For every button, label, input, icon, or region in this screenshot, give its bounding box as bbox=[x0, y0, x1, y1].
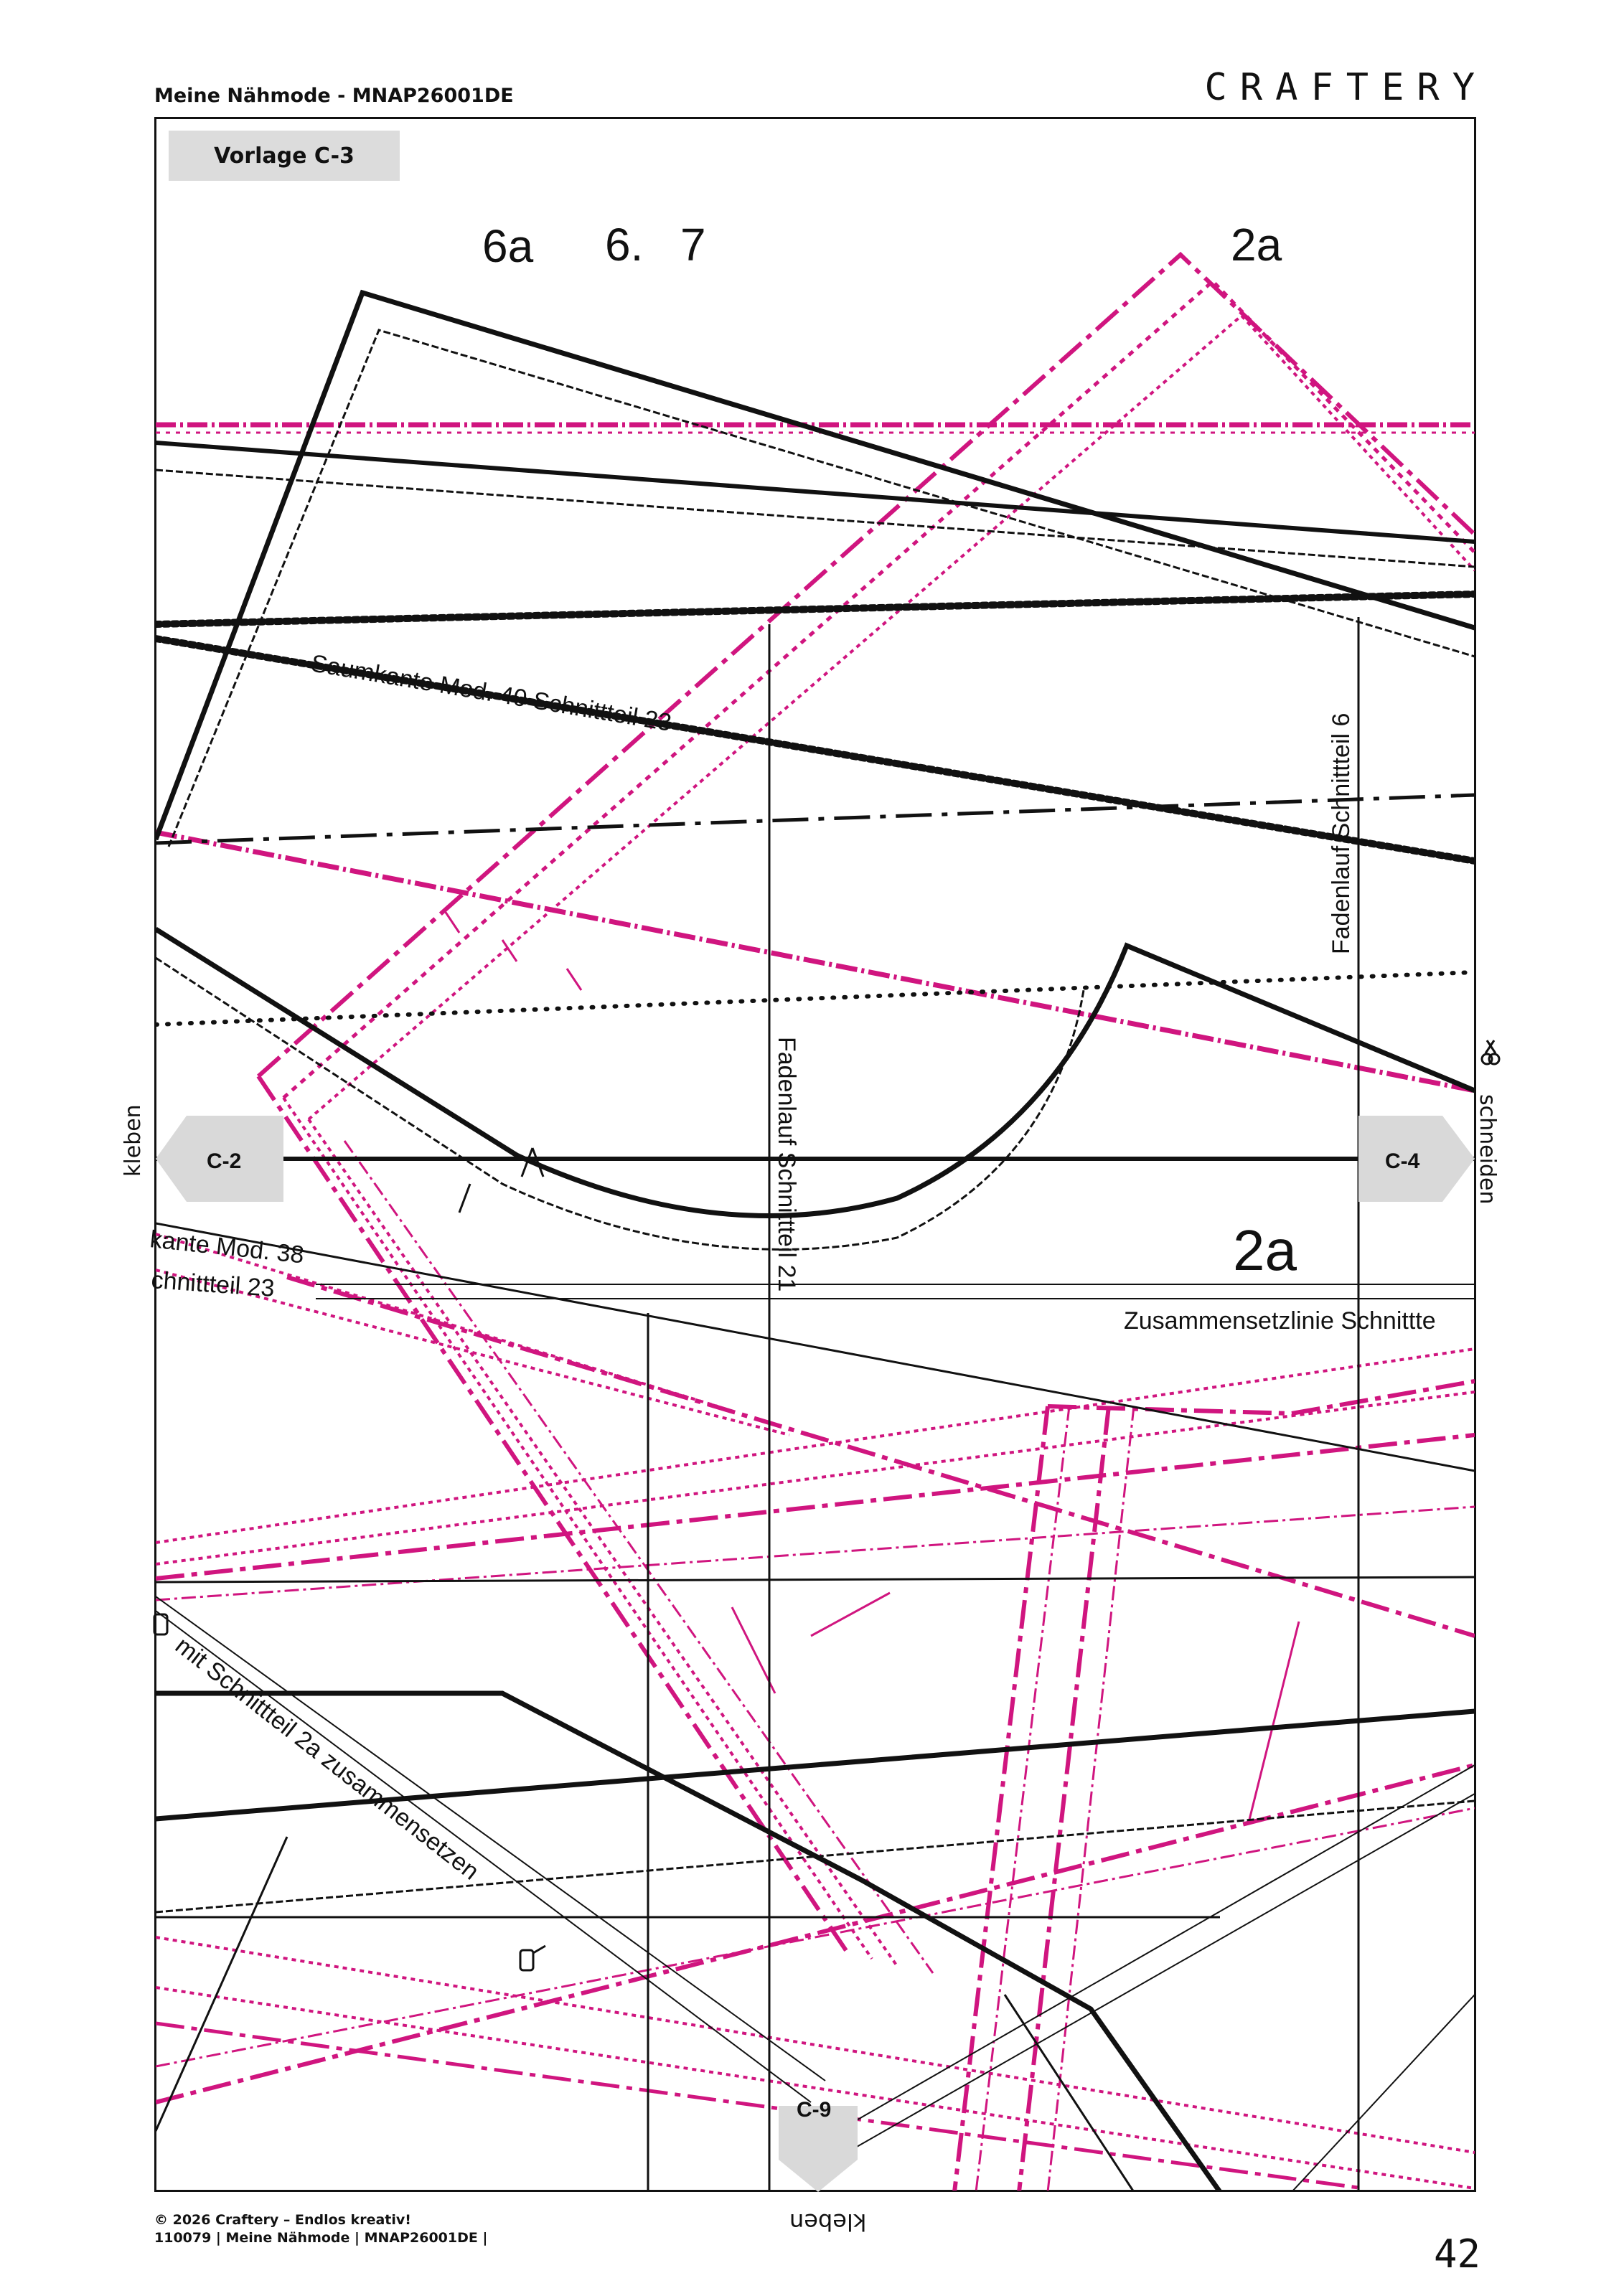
side-label-bottom: kleben bbox=[789, 2208, 867, 2236]
footer: © 2026 Craftery – Endlos kreativ! 110079… bbox=[154, 2211, 487, 2247]
piece-number-6: 6. bbox=[605, 219, 643, 270]
document-header-title: Meine Nähmode - MNAP26001DE bbox=[154, 85, 514, 107]
label-saumkante-40: Saumkante Mod. 40 Schnittteil 23 bbox=[309, 649, 674, 736]
scissors-icon bbox=[1480, 1040, 1501, 1065]
template-label: Vorlage C-3 bbox=[169, 131, 400, 181]
connector-arrow-right bbox=[1358, 1116, 1475, 1202]
page-number: 42 bbox=[1433, 2231, 1480, 2277]
label-zusammensetzlinie: Zusammensetzlinie Schnittte bbox=[1124, 1307, 1436, 1335]
label-fadenlauf-21: Fadenlauf Schnittteil 21 bbox=[773, 1037, 800, 1292]
pointing-hand-icon bbox=[519, 1944, 546, 1972]
connector-label-right: C-4 bbox=[1385, 1149, 1420, 1173]
magenta-pattern-lines bbox=[156, 251, 1475, 2191]
label-fadenlauf-6: Fadenlauf Schnittteil 6 bbox=[1328, 713, 1355, 954]
connector-arrow-left bbox=[156, 1116, 283, 1202]
footer-product-info: 110079 | Meine Nähmode | MNAP26001DE | bbox=[154, 2230, 488, 2246]
connector-label-bottom: C-9 bbox=[797, 2098, 831, 2122]
black-pattern-lines bbox=[156, 289, 1475, 2191]
piece-number-7: 7 bbox=[680, 219, 706, 270]
connector-arrow-bottom bbox=[779, 2106, 858, 2192]
footer-copyright: © 2026 Craftery – Endlos kreativ! bbox=[154, 2212, 411, 2228]
label-mit-schnittteil-2a: mit Schnittteil 2a zusammensetzen bbox=[170, 1632, 484, 1885]
brand-logo: CRAFTERY bbox=[1204, 66, 1488, 109]
label-saumkante-38-line1: kante Mod. 38 bbox=[149, 1225, 305, 1269]
connector-label-left: C-2 bbox=[207, 1149, 241, 1173]
side-label-left: kleben bbox=[121, 1104, 146, 1177]
label-saumkante-38-line2: chnittteil 23 bbox=[150, 1266, 275, 1302]
pattern-sheet bbox=[154, 117, 1476, 2192]
piece-number-2a-mid: 2a bbox=[1233, 1218, 1297, 1282]
pointing-hand-icon-top bbox=[153, 1613, 169, 1636]
piece-number-2a-top: 2a bbox=[1231, 219, 1282, 270]
piece-number-6a: 6a bbox=[482, 220, 534, 272]
side-label-right: schneiden bbox=[1475, 1094, 1500, 1205]
